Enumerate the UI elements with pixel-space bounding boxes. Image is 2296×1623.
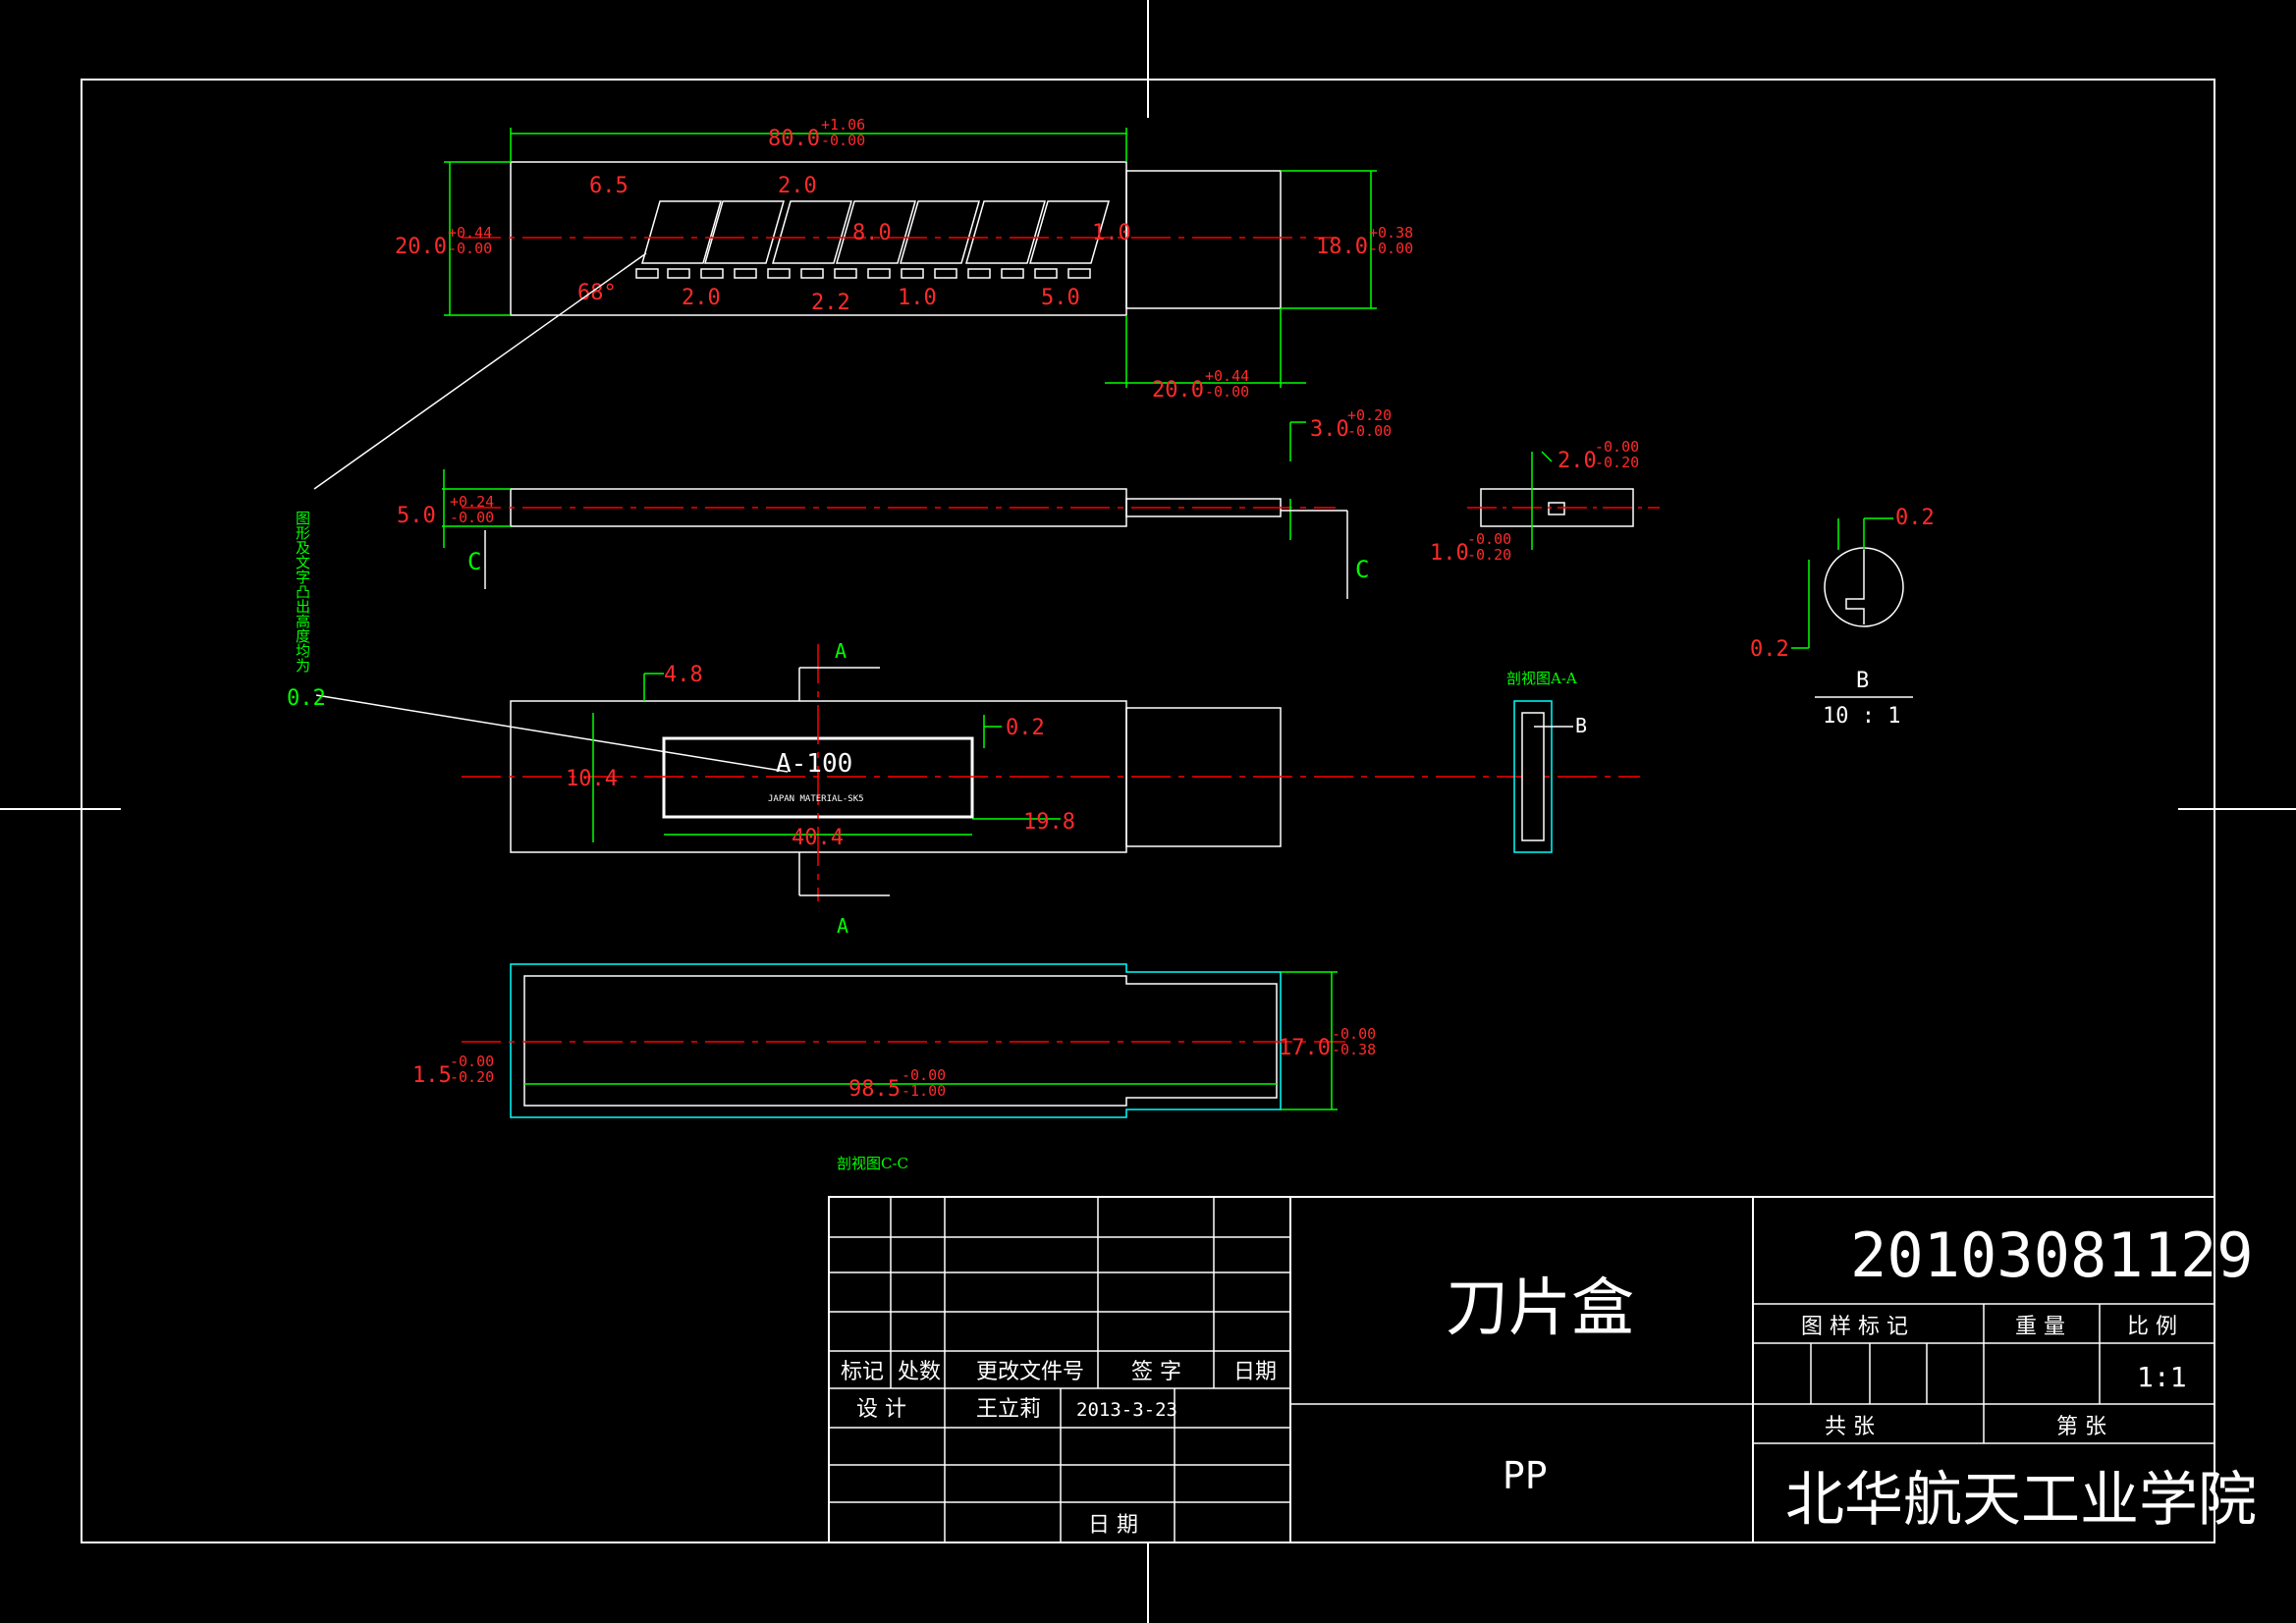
dim-end-1-0-tol-upper: -0.00 (1467, 530, 1511, 548)
title-block (828, 1196, 2215, 1543)
note-value: 0.2 (287, 686, 326, 711)
cc-wall-tol-upper: -0.00 (450, 1053, 494, 1070)
col-mark: 标记 (841, 1360, 884, 1384)
dim-end-2-0-tol-lower: -0.20 (1595, 454, 1639, 471)
dim-end-2-0-tol-upper: -0.00 (1595, 438, 1639, 456)
col-change-doc: 更改文件号 (976, 1360, 1084, 1384)
label-a-100: A-100 (776, 749, 852, 779)
dim-10-4: 10.4 (566, 767, 618, 791)
dim-5-0: 5.0 (1041, 286, 1080, 310)
dim-neck-length: 20.0 (1152, 378, 1204, 403)
dim-thickness-tol-upper: +0.24 (450, 493, 494, 511)
teeth-slots (641, 200, 1110, 264)
section-aa-title: 剖视图A-A (1506, 670, 1577, 687)
cc-wall: 1.5 (412, 1063, 452, 1088)
detail-end-view: 2.0 -0.00 -0.20 1.0 -0.00 -0.20 (1430, 438, 1660, 566)
design-label: 设 计 (856, 1397, 906, 1422)
sheet-number: 第 张 (2056, 1415, 2106, 1439)
dim-0-2: 0.2 (1006, 716, 1045, 740)
dim-neck-length-tol-lower: -0.00 (1205, 383, 1249, 401)
dim-1-0-bottom: 1.0 (898, 286, 937, 310)
dim-angle-68: 68° (577, 281, 617, 305)
dim-2-0-top: 2.0 (778, 174, 817, 198)
section-mark-c-right: C (1355, 556, 1369, 583)
cc-length-tol-upper: -0.00 (902, 1066, 946, 1084)
cc-length-tol-lower: -1.00 (902, 1082, 946, 1100)
dim-thickness-tol-lower: -0.00 (450, 509, 494, 526)
dim-end-2-0: 2.0 (1558, 449, 1597, 473)
scale-value: 1:1 (2137, 1361, 2187, 1393)
note-vertical-text: 图形及文字凸出高度均为 (294, 511, 311, 674)
dim-neck-height-tol-lower: -0.00 (1369, 240, 1413, 257)
dim-tip-tol-lower: -0.00 (1347, 422, 1392, 440)
dim-neck-height-tol-upper: +0.38 (1369, 224, 1413, 242)
dim-4-8: 4.8 (664, 663, 703, 687)
section-cc-title: 剖视图C-C (837, 1155, 908, 1172)
date-label: 日 期 (1088, 1513, 1138, 1538)
cc-height: 17.0 (1279, 1036, 1331, 1060)
total-sheets: 共 张 (1825, 1415, 1875, 1439)
section-mark-a-top: A (835, 639, 847, 663)
dim-neck-height: 18.0 (1316, 235, 1368, 259)
front-view: 4.8 0.2 10.4 19.8 40.4 A-100 JAPAN MATER… (462, 639, 1640, 938)
label-material: JAPAN MATERIAL-SK5 (768, 794, 864, 804)
detail-b: 0.2 0.2 B 10 : 1 (1750, 506, 1935, 729)
sample-mark: 图 样 标 记 (1801, 1315, 1908, 1339)
dim-40-4: 40.4 (792, 826, 844, 850)
dim-thickness: 5.0 (397, 504, 436, 528)
weight-label: 重 量 (2015, 1315, 2065, 1339)
dim-height: 20.0 (395, 235, 447, 259)
section-mark-a-bottom: A (837, 914, 848, 938)
dim-overall-length-tol-upper: +1.06 (821, 116, 865, 134)
small-slots (635, 268, 1091, 279)
detail-b-scale: 10 : 1 (1823, 704, 1900, 729)
col-date: 日期 (1233, 1360, 1277, 1384)
dim-6-5: 6.5 (589, 174, 629, 198)
design-date: 2013-3-23 (1076, 1399, 1177, 1421)
dim-height-tol-upper: +0.44 (448, 224, 492, 242)
dim-end-1-0-tol-lower: -0.20 (1467, 546, 1511, 564)
dim-8-0: 8.0 (852, 221, 892, 245)
cc-height-tol-upper: -0.00 (1332, 1025, 1376, 1043)
detail-b-dim-left: 0.2 (1750, 637, 1789, 662)
scale-label: 比 例 (2127, 1315, 2177, 1339)
material: PP (1503, 1454, 1548, 1497)
dim-tip-tol-upper: +0.20 (1347, 406, 1392, 424)
dim-overall-length: 80.0 (768, 127, 820, 151)
section-aa-detail-ref: B (1575, 714, 1587, 737)
designer-name: 王立莉 (976, 1397, 1041, 1422)
section-cc: 17.0 -0.00 -0.38 98.5 -0.00 -1.00 1.5 -0… (412, 963, 1376, 1172)
section-mark-c-left: C (467, 548, 481, 575)
dim-2-0-bottom: 2.0 (682, 286, 721, 310)
dim-height-tol-lower: -0.00 (448, 240, 492, 257)
dim-19-8: 19.8 (1023, 810, 1075, 835)
top-view: 80.0 +1.06 -0.00 20.0 +0.44 -0.00 18.0 +… (395, 116, 1413, 403)
cc-wall-tol-lower: -0.20 (450, 1068, 494, 1086)
title-block-text: 标记 处数 更改文件号 签 字 日期 设 计 王立莉 2013-3-23 日 期… (841, 1219, 2257, 1538)
section-aa: 剖视图A-A B (1506, 670, 1587, 853)
side-view: 5.0 +0.24 -0.00 3.0 +0.20 -0.00 C C (397, 406, 1392, 599)
dim-end-1-0: 1.0 (1430, 541, 1469, 566)
part-name: 刀片盒 (1446, 1272, 1634, 1345)
dim-2-2: 2.2 (811, 291, 850, 315)
detail-b-label: B (1856, 669, 1869, 693)
dim-1-0-right: 1.0 (1092, 221, 1131, 245)
raised-text-note: 图形及文字凸出高度均为 0.2 (287, 252, 789, 773)
dim-overall-length-tol-lower: -0.00 (821, 132, 865, 149)
col-sign: 签 字 (1131, 1360, 1181, 1384)
dim-neck-length-tol-upper: +0.44 (1205, 367, 1249, 385)
cc-height-tol-lower: -0.38 (1332, 1041, 1376, 1058)
drawing-number: 20103081129 (1850, 1219, 2254, 1291)
cc-length: 98.5 (848, 1077, 901, 1102)
col-count: 处数 (898, 1360, 941, 1384)
school-name: 北华航天工业学院 (1785, 1466, 2257, 1535)
dim-tip: 3.0 (1310, 417, 1349, 442)
detail-b-dim-top: 0.2 (1895, 506, 1935, 530)
